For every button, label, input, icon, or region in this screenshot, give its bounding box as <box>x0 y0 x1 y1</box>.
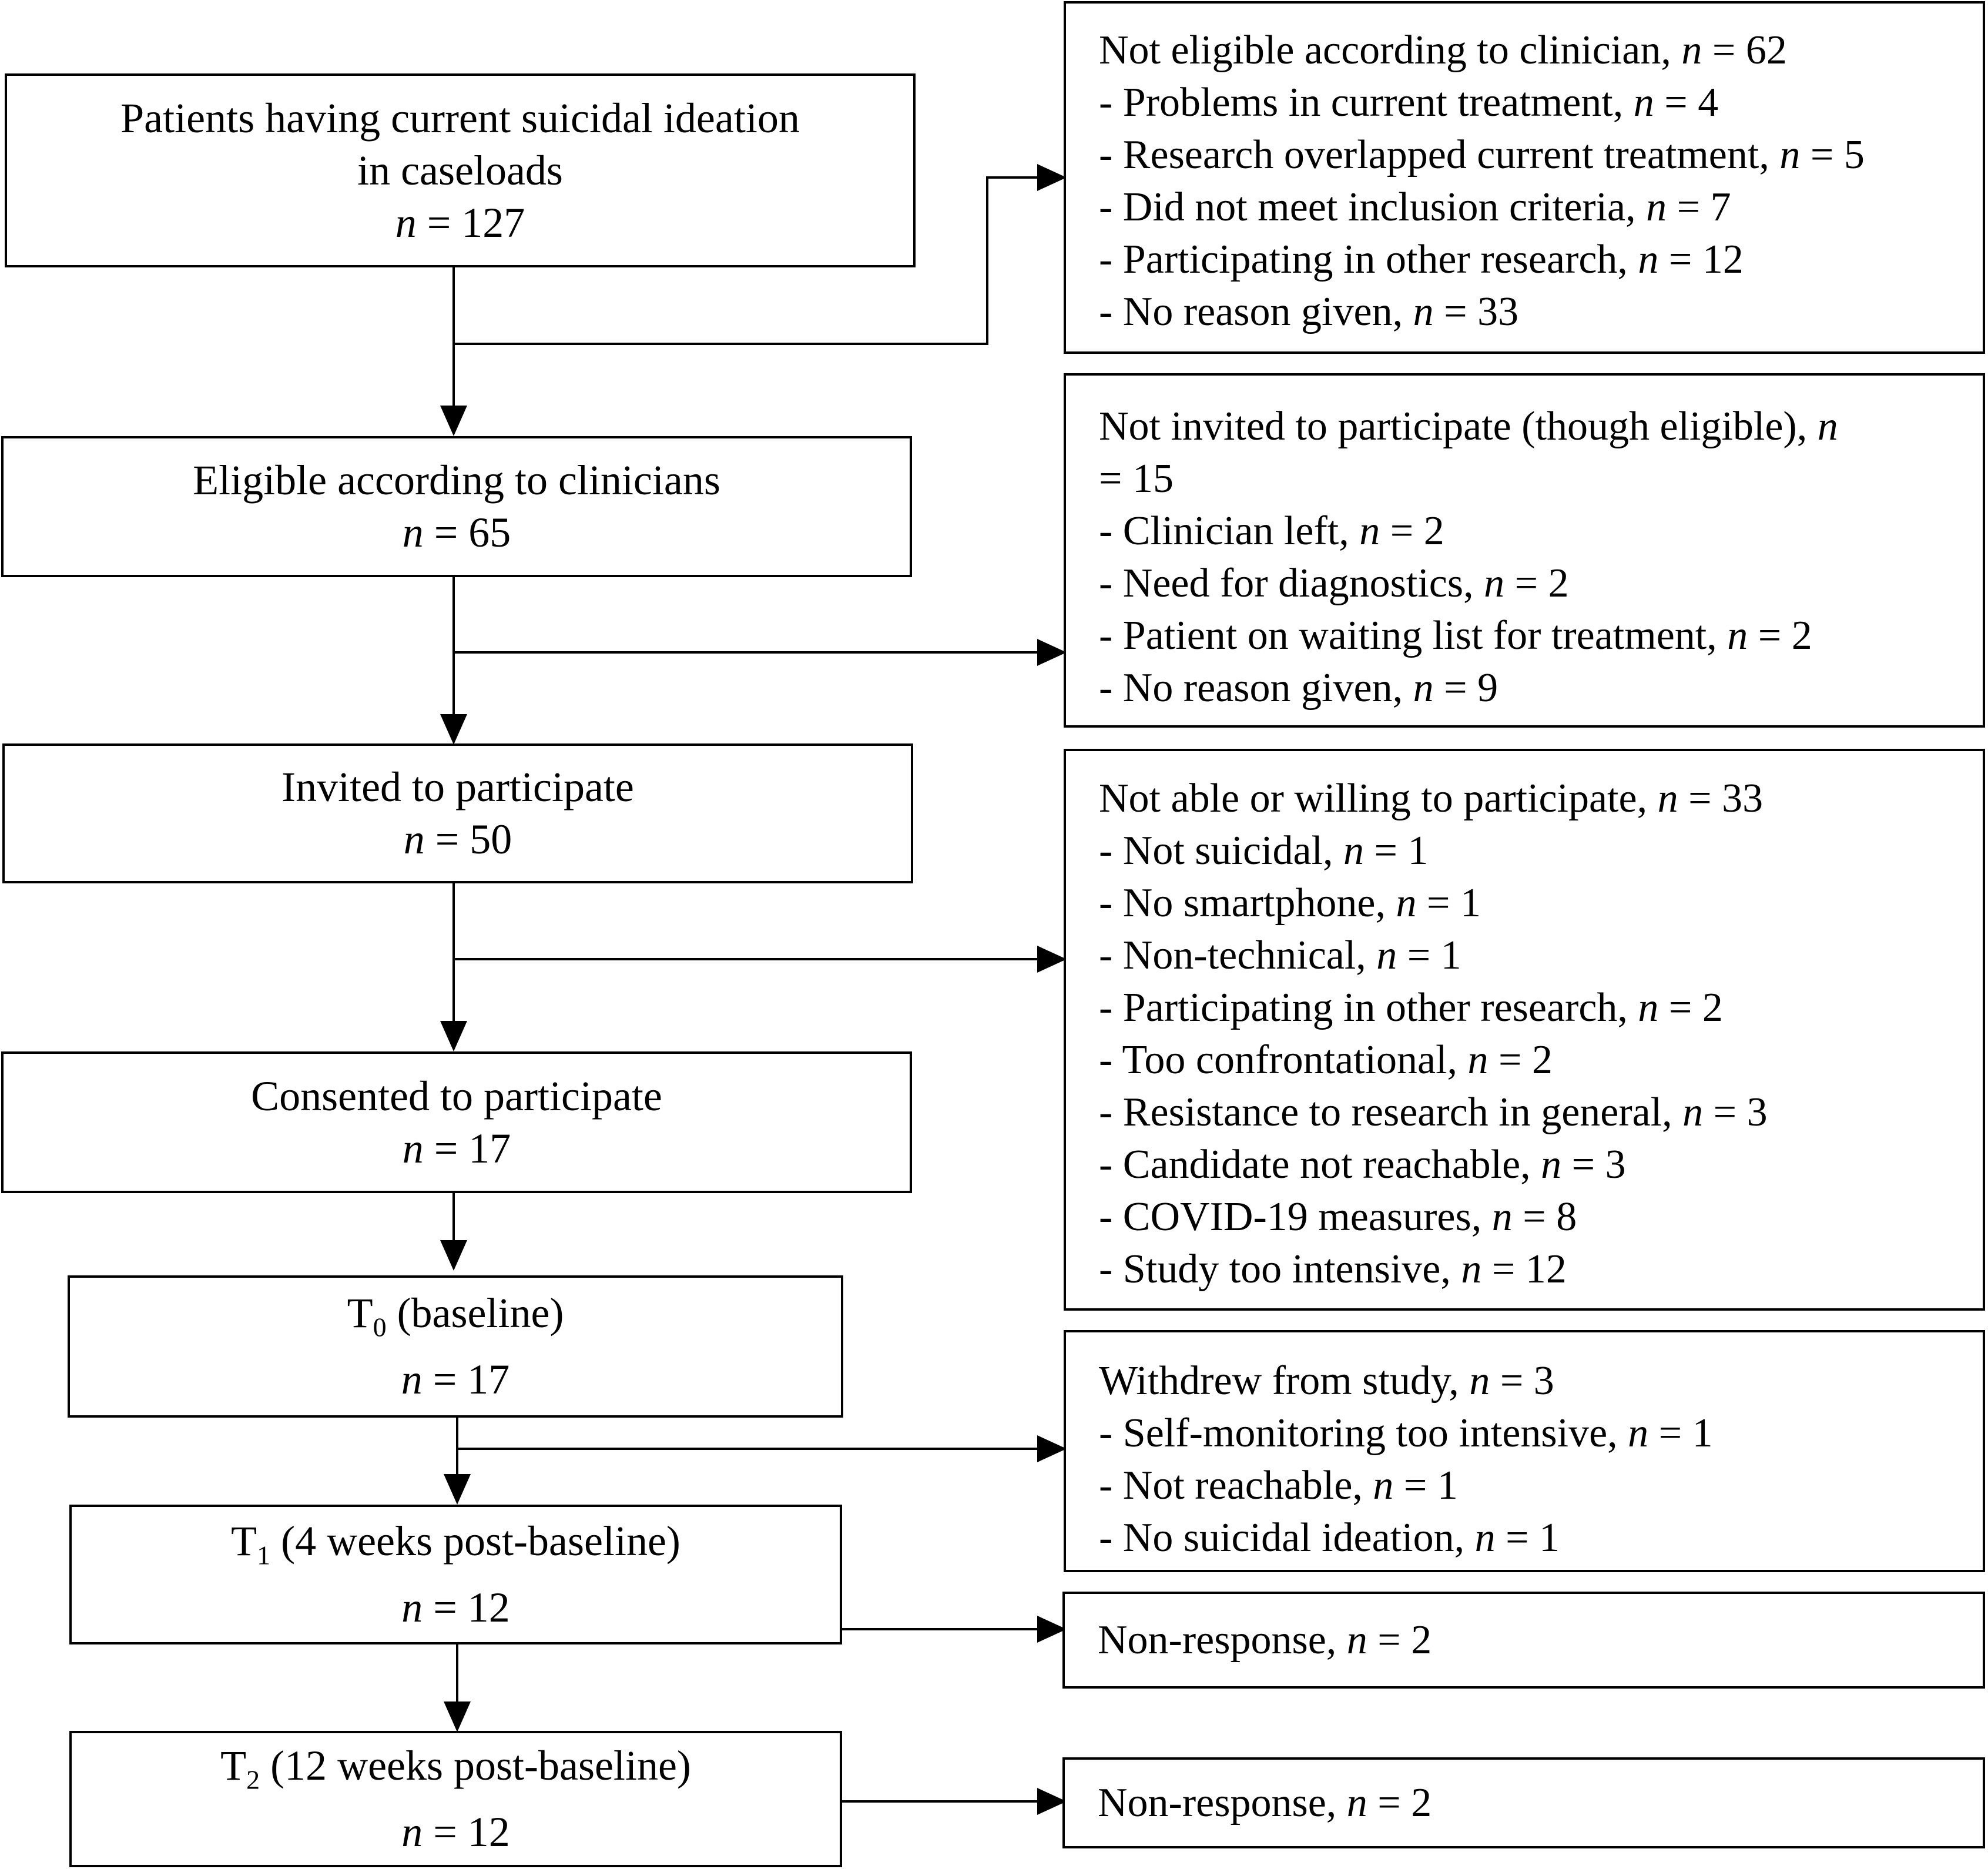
box-title-line: T2 (12 weeks post-baseline) <box>220 1742 691 1795</box>
box-title-line: in caseloads <box>357 146 563 194</box>
box-header: Non-response, n = 2 <box>1098 1780 1432 1826</box>
box-title-line: Eligible according to clinicians <box>193 457 720 504</box>
box-header: Not invited to participate (though eligi… <box>1099 404 1838 449</box>
list-item: - Candidate not reachable, n = 3 <box>1099 1142 1626 1187</box>
box-t0-baseline: T0 (baseline) n = 17 <box>68 1275 843 1418</box>
list-item: - Problems in current treatment, n = 4 <box>1099 80 1719 125</box>
box-current-suicidal-ideation: Patients having current suicidal ideatio… <box>5 73 916 267</box>
box-title-line: Invited to participate <box>281 763 634 810</box>
list-item: - Clinician left, n = 2 <box>1099 508 1444 554</box>
list-item: - Patient on waiting list for treatment,… <box>1099 613 1812 658</box>
arrowhead-right <box>1037 164 1067 191</box>
box-header: Withdrew from study, n = 3 <box>1099 1358 1554 1404</box>
arrowhead-right <box>1037 639 1067 666</box>
list-item: - No reason given, n = 33 <box>1099 289 1519 334</box>
box-count: n = 65 <box>402 509 511 556</box>
box-header: Not eligible according to clinician, n =… <box>1099 28 1787 73</box>
box-t1-4-weeks: T1 (4 weeks post-baseline) n = 12 <box>69 1505 842 1644</box>
arrowhead-right <box>1037 1788 1067 1815</box>
box-header: Not able or willing to participate, n = … <box>1099 776 1764 821</box>
box-not-eligible: Not eligible according to clinician, n =… <box>1064 1 1985 354</box>
arrowhead-right <box>1037 1616 1067 1643</box>
box-invited: Invited to participate n = 50 <box>2 743 913 883</box>
box-count: n = 12 <box>401 1583 510 1631</box>
arrowhead-right <box>1037 1435 1067 1462</box>
arrowhead-down <box>444 1701 471 1732</box>
list-item: - Participating in other research, n = 1… <box>1099 237 1744 282</box>
list-item: - No smartphone, n = 1 <box>1099 880 1481 926</box>
list-item: - Non-technical, n = 1 <box>1099 933 1461 978</box>
connector-line <box>454 176 1037 345</box>
box-non-response-t1: Non-response, n = 2 <box>1062 1592 1985 1689</box>
arrowhead-down <box>440 1240 467 1271</box>
box-title-line: T1 (4 weeks post-baseline) <box>231 1518 680 1570</box>
list-item: - Too confrontational, n = 2 <box>1099 1037 1553 1083</box>
list-item: - Research overlapped current treatment,… <box>1099 132 1865 177</box>
box-not-invited: Not invited to participate (though eligi… <box>1064 373 1985 728</box>
box-header-continued: = 15 <box>1099 456 1174 501</box>
box-consented: Consented to participate n = 17 <box>1 1051 912 1193</box>
box-title-line: Consented to participate <box>251 1072 662 1120</box>
box-title-line: Patients having current suicidal ideatio… <box>120 94 800 142</box>
box-withdrew: Withdrew from study, n = 3 - Self-monito… <box>1064 1330 1985 1572</box>
box-title-line: T0 (baseline) <box>347 1289 564 1342</box>
box-count: n = 12 <box>401 1808 510 1855</box>
arrowhead-down <box>444 1474 471 1505</box>
box-not-able-or-willing: Not able or willing to participate, n = … <box>1064 749 1985 1311</box>
arrowhead-down <box>440 714 467 745</box>
box-count: n = 50 <box>403 816 512 863</box>
box-count: n = 17 <box>401 1355 510 1403</box>
list-item: - Study too intensive, n = 12 <box>1099 1247 1567 1292</box>
list-item: - No suicidal ideation, n = 1 <box>1099 1515 1560 1560</box>
list-item: - Participating in other research, n = 2 <box>1099 985 1723 1030</box>
list-item: - Not suicidal, n = 1 <box>1099 828 1429 873</box>
list-item: - Resistance to research in general, n =… <box>1099 1090 1768 1135</box>
list-item: - Self-monitoring too intensive, n = 1 <box>1099 1411 1713 1456</box>
arrowhead-down <box>440 1021 467 1051</box>
arrowhead-right <box>1037 946 1067 973</box>
list-item: - Not reachable, n = 1 <box>1099 1463 1458 1508</box>
box-eligible: Eligible according to clinicians n = 65 <box>1 436 912 577</box>
box-non-response-t2: Non-response, n = 2 <box>1062 1757 1985 1848</box>
box-t2-12-weeks: T2 (12 weeks post-baseline) n = 12 <box>69 1731 842 1867</box>
list-item: - Need for diagnostics, n = 2 <box>1099 561 1569 606</box>
list-item: - Did not meet inclusion criteria, n = 7 <box>1099 185 1731 230</box>
arrowhead-down <box>440 406 467 436</box>
list-item: - COVID-19 measures, n = 8 <box>1099 1194 1577 1240</box>
box-count: n = 127 <box>395 199 525 246</box>
list-item: - No reason given, n = 9 <box>1099 665 1498 711</box>
box-header: Non-response, n = 2 <box>1098 1617 1432 1663</box>
box-count: n = 17 <box>402 1124 511 1172</box>
